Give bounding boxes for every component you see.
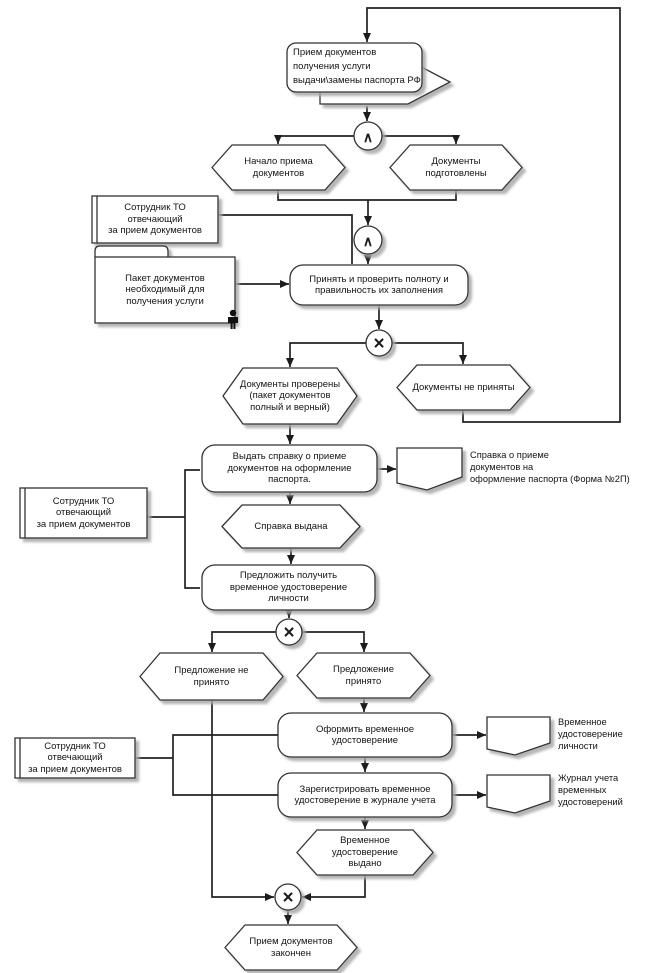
xor-symbol-icon: × xyxy=(282,888,293,909)
edge-xor1-right xyxy=(392,342,467,364)
func-register-temp-box xyxy=(277,772,453,818)
and-symbol-icon: ∧ xyxy=(363,129,373,145)
edge-reject-loop xyxy=(363,7,621,423)
edge-tempissued-to-xor3 xyxy=(302,875,366,901)
event-receipt-issued-hexagon xyxy=(221,504,361,549)
person-icon xyxy=(228,309,238,329)
edge-org3-bracket xyxy=(135,734,278,796)
doc-temp-shape xyxy=(486,716,551,756)
edge-xor2-left xyxy=(208,631,276,652)
doc-receipt-shape xyxy=(396,447,463,491)
org-unit-bottom-box xyxy=(14,737,136,779)
and-symbol-icon: ∧ xyxy=(363,233,373,249)
doc-journal-shape xyxy=(486,774,551,814)
xor-split-connector-2 xyxy=(275,618,303,646)
xor-split-connector-1 xyxy=(365,329,393,357)
event-offer-accepted-hexagon xyxy=(296,652,431,699)
edge-and1-right xyxy=(382,135,460,144)
edge-org1-to-check xyxy=(218,214,353,264)
xor-join-connector xyxy=(274,883,302,911)
edge-group xyxy=(135,7,621,924)
xor-symbol-icon: × xyxy=(283,623,294,644)
func-check-box xyxy=(289,264,469,306)
edge-declined-to-xor3 xyxy=(211,700,274,901)
xor-symbol-icon: × xyxy=(373,334,384,355)
func-offer-box xyxy=(201,564,376,611)
event-offer-declined-hexagon xyxy=(139,652,284,701)
edge-org2-bracket xyxy=(147,469,200,589)
edge-xor2-right xyxy=(302,631,368,652)
edge-events-join xyxy=(277,190,457,201)
org-unit-mid-box xyxy=(19,487,148,539)
edge-and1-left xyxy=(274,135,354,144)
event-docs-prepared-hexagon xyxy=(389,144,523,191)
input-package-folder xyxy=(94,245,236,324)
event-rejected-hexagon xyxy=(396,364,531,411)
edge-xor1-left xyxy=(286,342,366,367)
event-start-hexagon xyxy=(211,144,346,191)
process-interface-box xyxy=(286,42,423,93)
and-join-connector xyxy=(353,225,383,255)
func-make-temp-box xyxy=(277,712,453,758)
and-split-connector xyxy=(353,121,383,151)
org-unit-top-box xyxy=(91,195,219,244)
event-done-hexagon xyxy=(224,924,358,971)
event-temp-issued-hexagon xyxy=(296,829,434,876)
event-checked-hexagon xyxy=(222,367,358,425)
func-issue-receipt-box xyxy=(201,444,378,493)
